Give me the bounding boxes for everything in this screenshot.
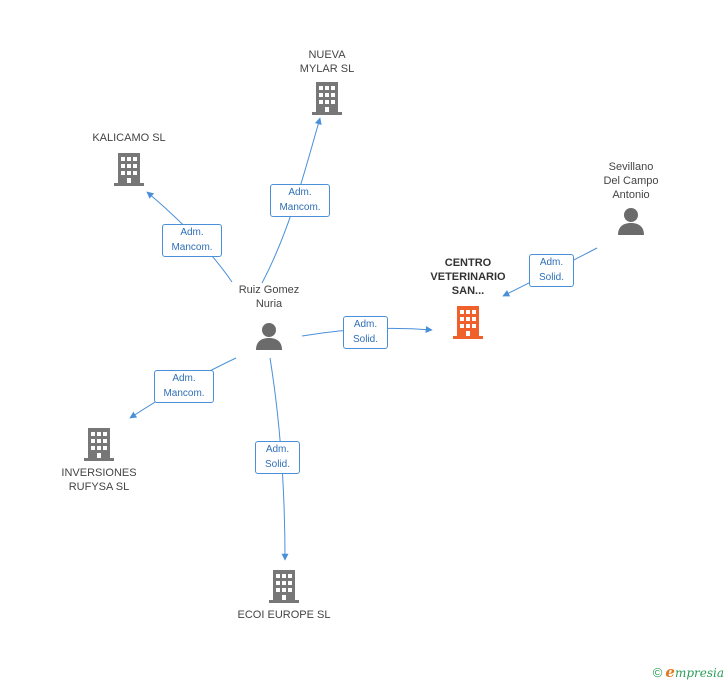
- edge-label-ruiz-nueva[interactable]: Adm. Mancom.: [270, 184, 330, 217]
- edge-label-sevillano-centro[interactable]: Adm. Solid.: [529, 254, 574, 287]
- node-label: KALICAMO SL: [92, 132, 166, 144]
- edge-label-ruiz-kalicamo[interactable]: Adm. Mancom.: [162, 224, 222, 257]
- node-ecoi-europe[interactable]: ECOI EUROPE SL: [229, 568, 339, 622]
- edge-label-ruiz-inversiones[interactable]: Adm. Mancom.: [154, 370, 214, 403]
- node-label: CENTRO VETERINARIO SAN...: [430, 257, 506, 297]
- node-label: Sevillano Del Campo Antonio: [603, 161, 659, 201]
- node-label: ECOI EUROPE SL: [237, 609, 331, 621]
- copyright-symbol: ©: [652, 665, 663, 680]
- person-icon: [618, 208, 644, 235]
- node-centro-veterinario[interactable]: CENTRO VETERINARIO SAN...: [413, 256, 523, 340]
- edge-label-ruiz-ecoi[interactable]: Adm. Solid.: [255, 441, 300, 474]
- node-ruiz-gomez[interactable]: Ruiz Gomez Nuria: [214, 283, 324, 351]
- building-icon: [269, 570, 299, 603]
- edge-label-ruiz-centro[interactable]: Adm. Solid.: [343, 316, 388, 349]
- node-nueva-mylar[interactable]: NUEVA MYLAR SL: [272, 48, 382, 116]
- node-kalicamo[interactable]: KALICAMO SL: [74, 131, 184, 187]
- brand-logo: empresia: [665, 663, 724, 681]
- node-label: NUEVA MYLAR SL: [299, 49, 355, 75]
- building-icon: [114, 153, 144, 186]
- node-label: INVERSIONES RUFYSA SL: [61, 467, 137, 493]
- node-label: Ruiz Gomez Nuria: [238, 284, 300, 310]
- node-inversiones-rufysa[interactable]: INVERSIONES RUFYSA SL: [44, 426, 154, 494]
- building-icon: [312, 82, 342, 115]
- building-icon: [453, 306, 483, 339]
- footer-brand[interactable]: ©empresia: [653, 663, 724, 681]
- building-icon: [84, 428, 114, 461]
- node-sevillano[interactable]: Sevillano Del Campo Antonio: [576, 160, 686, 236]
- person-icon: [256, 323, 282, 350]
